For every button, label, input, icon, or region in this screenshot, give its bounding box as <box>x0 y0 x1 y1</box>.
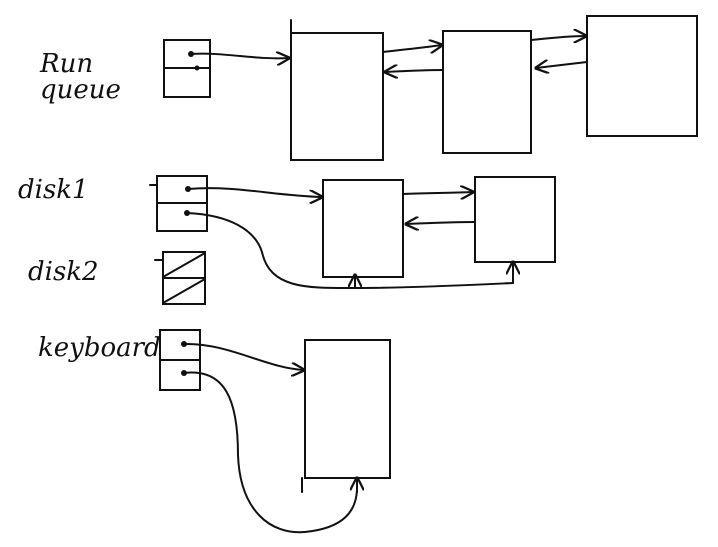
disk1-label: disk1 <box>18 175 89 205</box>
keyboard-label: keyboard <box>38 333 161 363</box>
disk1-head-arrow <box>187 187 322 197</box>
disk1-header <box>149 175 208 232</box>
run-queue-next-arrow-1 <box>382 45 442 52</box>
disk1-prev-arrow <box>406 222 476 224</box>
run-queue-pcb-3 <box>586 15 698 137</box>
keyboard-head-arrow <box>183 342 304 370</box>
run-queue-next-arrow-2 <box>530 36 586 40</box>
run-queue-prev-arrow-2 <box>536 62 588 68</box>
keyboard-tail-path <box>183 371 358 534</box>
run-queue-header <box>163 39 211 98</box>
keyboard-pcb-1 <box>301 339 391 493</box>
run-queue-pcb-2 <box>442 30 532 154</box>
disk1-pcb-2 <box>474 176 556 263</box>
disk1-tail-path <box>186 212 514 290</box>
keyboard-header <box>159 329 201 391</box>
run-queue-label-line1: Run <box>39 49 93 79</box>
disk2-label: disk2 <box>28 257 99 287</box>
run-queue-pcb-1 <box>290 19 384 161</box>
disk1-next-arrow <box>402 192 473 194</box>
disk2-header-empty <box>154 251 206 305</box>
run-queue-head-arrow <box>190 54 289 59</box>
run-queue-prev-arrow-1 <box>385 70 444 72</box>
run-queue-label-line2: queue <box>40 75 121 105</box>
disk1-pcb-1 <box>322 179 404 278</box>
